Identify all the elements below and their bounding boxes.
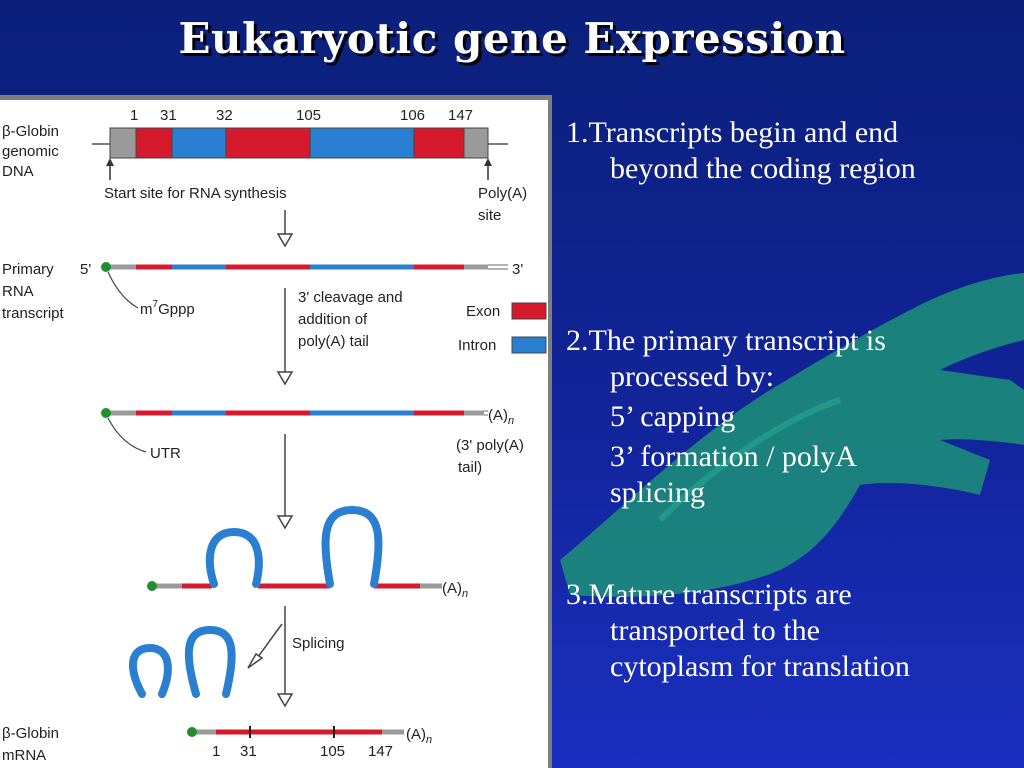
polya-site-arrow [484,158,492,180]
primary-label-line-1: Primary [2,261,54,278]
polya-tail-label-2: tail) [458,459,482,476]
genomic-label: β-Globin genomic DNA [2,123,59,180]
point-2: 2.The primary transcript is processed by… [566,323,1016,511]
pos-32: 32 [216,107,233,124]
legend-intron-swatch [511,336,547,354]
legend-exon-label: Exon [466,303,500,320]
genomic-intron-1 [171,127,227,159]
mrna-pos-1: 1 [212,743,220,760]
cleavage-line-3: poly(A) tail [298,333,369,350]
slide-title: Eukaryotic gene Expression [178,14,846,63]
looped-transcript [147,505,442,591]
pos-106: 106 [400,107,425,124]
genomic-utr-5 [109,127,137,159]
pos-1: 1 [130,107,138,124]
polya-label-2: (A)n [442,580,468,600]
genomic-label-line-3: DNA [2,163,34,180]
gene-expression-diagram: β-Globin genomic DNA 1 31 32 105 106 147… [0,100,548,768]
point-1-line-2: beyond the coding region [610,152,916,185]
genomic-intron-2 [309,127,415,159]
down-arrow-3 [276,434,294,530]
three-prime-label: 3' [512,261,523,278]
pos-31: 31 [160,107,177,124]
genomic-dna-blocks [109,127,489,159]
utr-pointer [107,417,147,453]
polyadenylated-transcript [101,408,488,418]
five-prime-label: 5' [80,261,91,278]
point-1-line-1: 1.Transcripts begin and end [566,116,899,149]
cap-label: m7Gppp [140,299,195,318]
genomic-label-line-1: β-Globin [2,123,59,140]
point-3-line-2: transported to the [610,614,820,647]
point-2-line-5: splicing [610,476,705,509]
mrna-pos-105: 105 [320,743,345,760]
utr-label: UTR [150,445,181,462]
genomic-exon-3 [413,127,465,159]
primary-label-line-2: RNA [2,283,34,300]
mrna-pos-31: 31 [240,743,257,760]
splicing-label: Splicing [292,635,345,652]
polya-site-label-1: Poly(A) [478,185,527,202]
primary-label-line-3: transcript [2,305,65,322]
polya-label-3: (A)n [406,726,432,746]
polya-tail-label-1: (3' poly(A) [456,437,524,454]
mrna-label: β-Globin mRNA [2,725,59,764]
point-2-line-2: processed by: [610,360,775,393]
splicing-curve-arrow [247,623,283,669]
point-2-line-4: 3’ formation / polyA [610,440,857,473]
legend-intron-label: Intron [458,337,496,354]
start-site-arrow [106,158,114,180]
legend: Exon Intron [458,302,547,354]
point-3-line-3: cytoplasm for translation [610,650,910,683]
start-site-label: Start site for RNA synthesis [104,185,287,202]
genomic-label-line-2: genomic [2,143,59,160]
slide-notes: 1.Transcripts begin and end beyond the c… [566,115,1016,685]
point-2-line-1: 2.The primary transcript is [566,324,886,357]
mrna-position-labels: 1 31 105 147 [212,743,393,760]
genomic-position-labels: 1 31 32 105 106 147 [130,107,473,124]
legend-exon-swatch [511,302,547,320]
down-arrow-2 [276,288,294,386]
primary-transcript [101,262,508,272]
pos-105: 105 [296,107,321,124]
cleavage-step-label: 3' cleavage and addition of poly(A) tail [298,289,403,350]
point-3-line-1: 3.Mature transcripts are [566,578,852,611]
mature-mrna [187,726,404,738]
mrna-label-line-2: mRNA [2,747,46,764]
mrna-label-line-1: β-Globin [2,725,59,742]
point-3: 3.Mature transcripts are transported to … [566,577,1016,685]
down-arrow-1 [276,210,294,248]
genomic-exon-2 [225,127,311,159]
down-arrow-4 [276,606,294,708]
polya-label-1: (A)n [488,407,514,427]
mrna-pos-147: 147 [368,743,393,760]
cleavage-line-1: 3' cleavage and [298,289,403,306]
primary-label: Primary RNA transcript [2,261,65,322]
cleavage-line-2: addition of [298,311,368,328]
pos-147: 147 [448,107,473,124]
genomic-exon-1 [135,127,173,159]
hand-decoration [560,273,1024,597]
polya-site-label-2: site [478,207,501,224]
point-1: 1.Transcripts begin and end beyond the c… [566,115,1016,187]
excised-introns [128,625,236,698]
cap-pointer [107,271,139,309]
genomic-utr-3 [463,127,489,159]
point-2-line-3: 5’ capping [610,400,736,433]
